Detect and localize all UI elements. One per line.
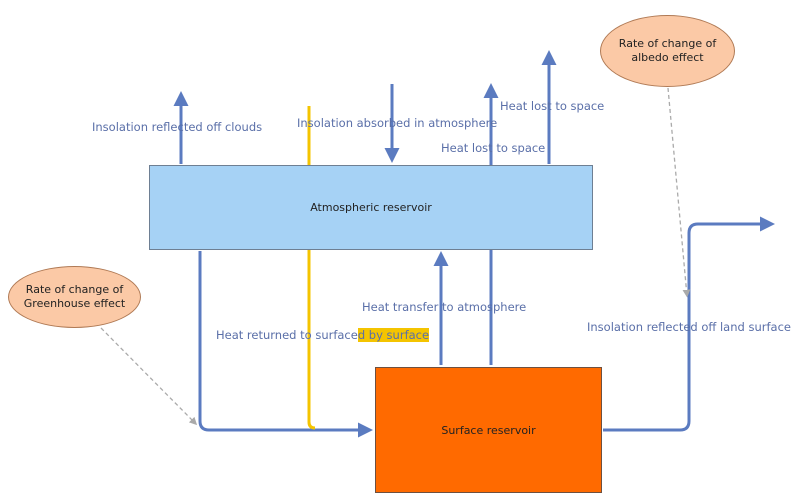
greenhouse-connector [100,327,198,426]
heat-transfer-atmosphere-label: Heat transfer to atmosphere [362,300,527,314]
atmospheric-reservoir-box: Atmospheric reservoir [149,165,593,250]
heat-returned-text: Heat returned to surface [216,328,358,342]
reflected-clouds-label: Insolation reflected off clouds [92,120,263,134]
atmospheric-reservoir-label: Atmospheric reservoir [310,201,432,214]
albedo-oval: Rate of change of albedo effect [600,15,735,87]
reflected-land-label: Insolation reflected off land surface [587,320,791,334]
greenhouse-oval-line1: Rate of change of [25,283,124,297]
surface-reservoir-label: Surface reservoir [441,423,536,437]
albedo-oval-line2: albedo effect [631,51,704,64]
yellow-flow-line [307,106,316,430]
reflected-land-arrow [603,216,775,432]
greenhouse-oval: Rate of change of Greenhouse effect [8,266,141,328]
heat-lost-space-lower-label: Heat lost to space [441,141,546,155]
surface-reservoir-box: Surface reservoir [375,367,602,493]
greenhouse-oval-line2: Greenhouse effect [23,297,126,310]
albedo-oval-line1: Rate of change of [618,37,717,51]
heat-returned-surface-arrow [198,251,373,438]
albedo-connector [667,87,691,298]
heat-returned-highlight: d by surface [357,328,430,342]
absorbed-atmosphere-label: Insolation absorbed in atmosphere [297,116,498,130]
heat-lost-space-upper-label: Heat lost to space [500,99,605,113]
heat-returned-surface-label: Heat returned to surfaced by surface [216,328,430,342]
